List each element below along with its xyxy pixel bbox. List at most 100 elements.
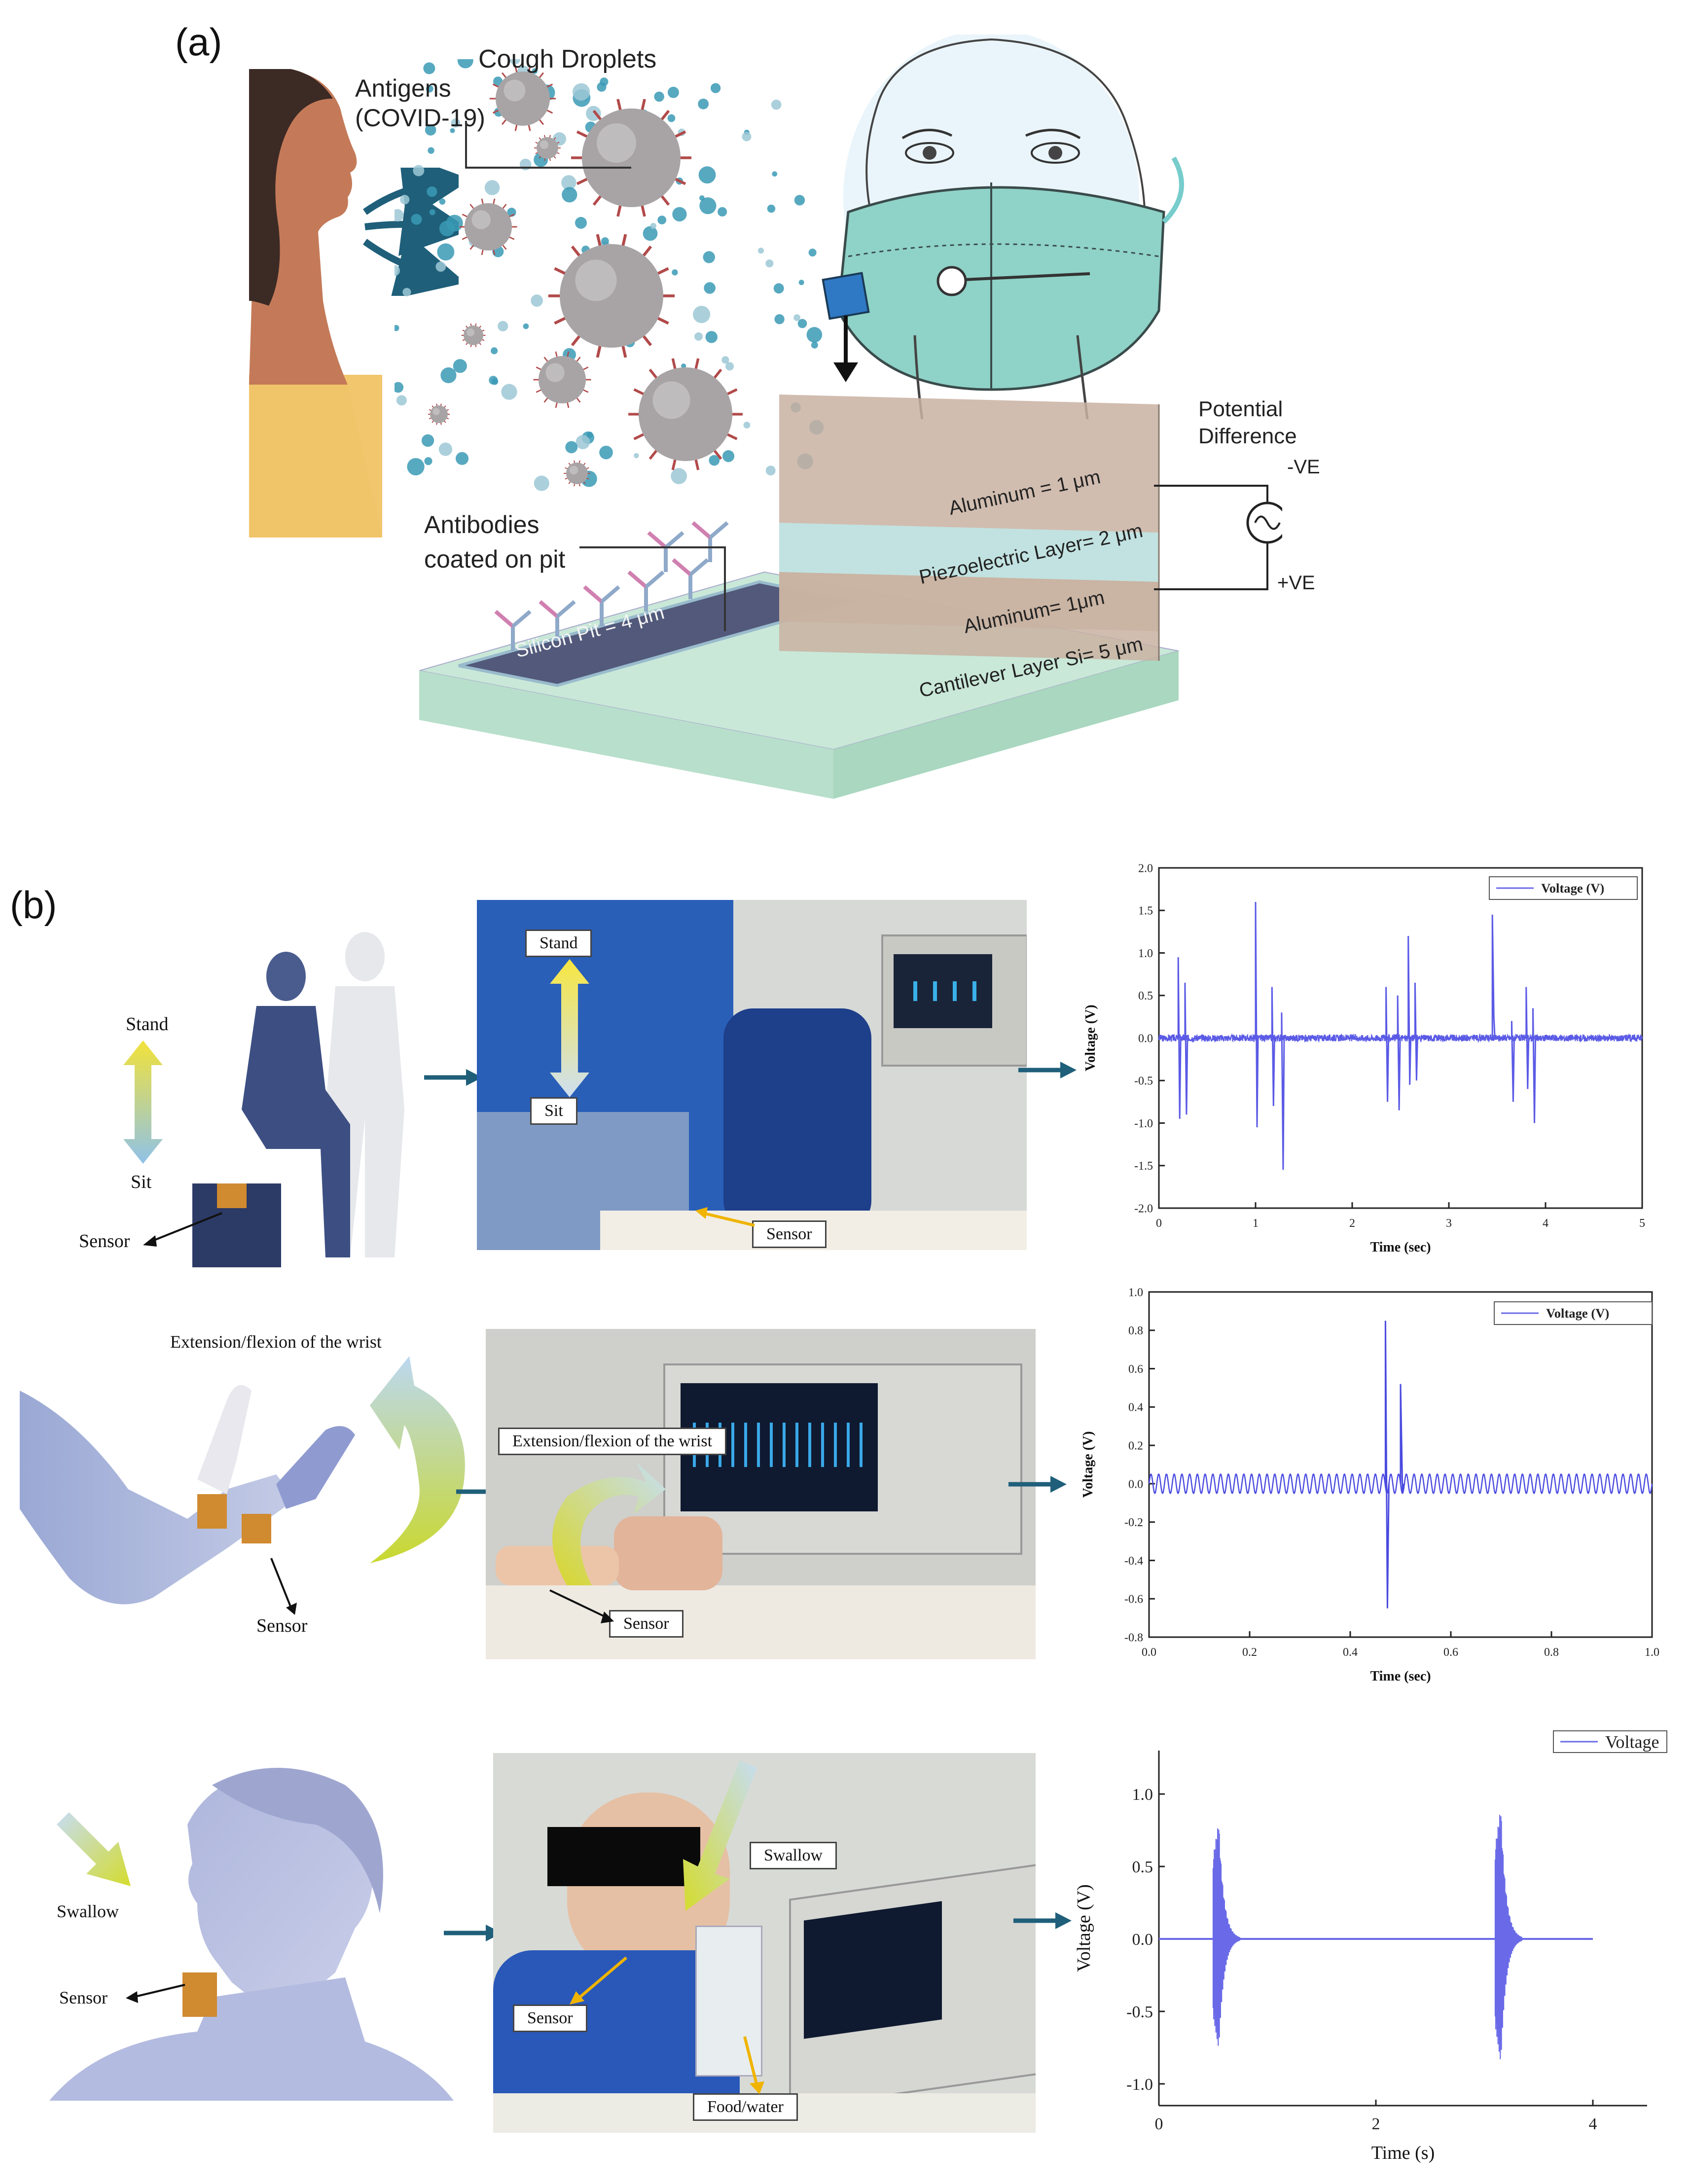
row3-photo-sensor: Sensor [513,2005,587,2032]
antigens-label: Antigens [355,74,451,102]
virus-highlight [504,79,526,102]
antibody-arm [627,570,648,589]
droplet [709,455,720,466]
droplet [767,204,776,213]
y-tick-label: 0.0 [1138,1032,1153,1045]
voltage-spike [1491,914,1496,1038]
droplet [586,431,593,438]
droplet [773,283,784,294]
droplet [489,376,498,385]
row1-sensor-pointer [143,1212,222,1247]
antibody [583,585,620,626]
droplet [698,98,709,109]
droplet [565,441,578,454]
droplet [561,175,576,190]
droplet [806,327,823,343]
virus-highlight [575,259,617,301]
droplet [395,382,404,393]
positive-terminal: +VE [1277,572,1315,594]
y-tick-label: -0.8 [1124,1631,1143,1644]
droplet [698,166,716,184]
cough-arrows [362,168,459,296]
voltage-spike [1271,987,1275,1107]
droplet [501,384,517,400]
droplet [705,331,718,343]
antibody-arm [691,521,712,539]
antibodies-label-line1: Antibodies [424,511,540,538]
virus-body [465,203,512,251]
droplet [576,435,590,449]
voltage-spike [1511,1021,1515,1102]
droplet [771,100,782,110]
virus-particle [533,351,591,408]
legend-label: Voltage (V) [1546,1306,1609,1321]
antibody [691,521,729,562]
droplet [428,147,434,154]
droplet [672,269,678,276]
coughing-person-illustration [249,69,382,537]
droplet [699,197,717,215]
legend-label: Voltage [1605,1732,1659,1752]
potential-line2: Difference [1198,424,1297,448]
y-tick-label: -1.5 [1134,1160,1153,1173]
row1-photo-sensor-pointer [695,1207,755,1227]
droplet [681,363,686,369]
droplet [599,445,613,460]
antibody-arm [583,585,603,604]
droplet [413,165,425,177]
virus-highlight [432,408,440,415]
y-tick-label: 1.0 [1138,947,1153,960]
droplet [699,195,705,201]
antibody-arm [539,600,559,618]
voltage-spike [1255,901,1259,1128]
stand-sit-double-arrow [123,1040,163,1164]
virus-body [464,325,483,345]
row1-photo-sensor: Sensor [752,1220,827,1248]
row2-photo-title: Extension/flexion of the wrist [498,1428,727,1455]
antibody [627,570,665,611]
droplet [657,215,667,225]
droplet [722,450,735,463]
x-tick-label: 0.2 [1242,1646,1257,1659]
virus-highlight [471,210,491,229]
row3-sensor-pointer [126,1984,185,2003]
virus-particle [571,99,691,217]
x-tick-label: 1.0 [1645,1646,1659,1659]
potential-line1: Potential [1198,397,1283,421]
droplet [743,422,751,429]
droplet [453,359,467,373]
row2-curved-arrow [370,1356,465,1563]
virus-particle [459,198,517,255]
droplet [400,195,410,205]
droplet [451,118,460,128]
series-line-voltage-oscillation [1148,1473,1653,1494]
droplet [395,265,400,276]
cough-droplets-label: Cough Droplets [478,45,657,73]
droplet [694,332,703,341]
row3-photo-swallow-arrow [683,1760,757,1911]
mask-wearer-illustration [822,35,1184,420]
row2-sensor-pointer [270,1558,297,1615]
voltage-spike [1281,1012,1285,1170]
x-tick-label: 0 [1156,1217,1162,1230]
row3-swallow-arrow [57,1812,131,1886]
y-tick-label: 1.0 [1132,1786,1153,1804]
y-tick-label: 0.6 [1128,1363,1143,1376]
x-tick-label: 0.4 [1343,1646,1358,1659]
droplet [798,280,804,286]
virus-particle [428,403,450,425]
row3-photo-food-pointer [743,2036,764,2094]
droplet [395,209,404,222]
droplet [426,85,433,93]
droplet [498,321,508,332]
droplet [704,282,716,294]
droplet [491,347,498,355]
y-tick-label: 0.4 [1128,1401,1143,1414]
droplet [484,180,500,195]
y-tick-label: 0.2 [1128,1440,1143,1453]
y-tick-label: 1.5 [1138,905,1153,918]
droplet [634,453,639,459]
droplet [395,324,399,331]
droplet [725,362,734,371]
